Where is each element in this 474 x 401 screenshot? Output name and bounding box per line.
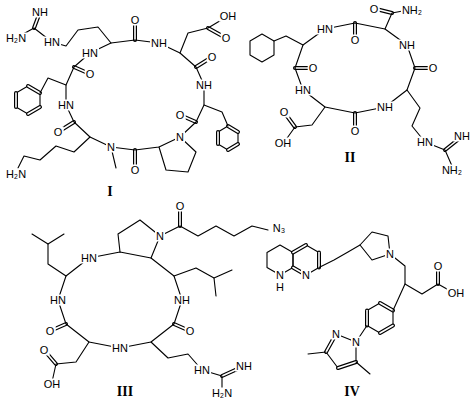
atom-label: O xyxy=(130,165,141,176)
atom-label: NH xyxy=(150,38,168,49)
bond-line xyxy=(285,107,325,141)
compound-number: IV xyxy=(342,385,362,399)
atom-label: HN xyxy=(193,365,211,376)
bond-line xyxy=(390,254,454,294)
atom-label: NH xyxy=(195,80,213,91)
bond-line xyxy=(32,234,66,276)
atom-label: O xyxy=(350,126,361,137)
atom-label: H₂N xyxy=(5,33,27,44)
bond-line xyxy=(160,226,268,236)
bond-line xyxy=(174,268,232,278)
bond-line xyxy=(16,27,111,46)
bond-line xyxy=(58,252,182,348)
bond-line xyxy=(118,220,160,258)
bond-line xyxy=(52,342,89,382)
atom-label: N xyxy=(106,142,116,153)
bond-line xyxy=(295,23,415,113)
atom-label: O xyxy=(308,63,319,74)
atom-label: O xyxy=(175,110,186,121)
atom-label: OH xyxy=(447,288,466,299)
bond-line xyxy=(356,362,370,374)
atom-label: O xyxy=(428,63,439,74)
atom-label: O xyxy=(207,52,218,63)
bond-line xyxy=(319,245,360,268)
atom-label: NH xyxy=(376,102,394,113)
compound-number: III xyxy=(115,385,135,399)
atom-label: H₂N xyxy=(5,169,27,180)
atom-label: O xyxy=(369,4,380,15)
single-bonds xyxy=(16,10,454,390)
atom-label: HN xyxy=(316,24,334,35)
atom-label: N xyxy=(351,337,361,348)
bond-line xyxy=(250,34,274,62)
bond-line xyxy=(407,90,452,166)
atom-label: NH xyxy=(31,7,49,18)
atom-label: O xyxy=(350,35,361,46)
atom-label: O xyxy=(279,107,290,118)
atom-label: O xyxy=(433,261,444,272)
bond-line xyxy=(66,40,204,150)
compound-number: I xyxy=(105,185,114,199)
atom-label: NH xyxy=(398,40,416,51)
atom-label: O xyxy=(221,33,232,44)
atom-label: OH xyxy=(219,11,238,22)
atom-label: N xyxy=(331,329,341,340)
atom-label: HN xyxy=(49,295,67,306)
atom-label: HN xyxy=(43,37,61,48)
atom-label: H₂N xyxy=(211,388,233,399)
atom-label: O xyxy=(45,326,56,337)
atom-label: N₃ xyxy=(272,223,286,234)
atom-label: O xyxy=(85,69,96,80)
bond-line xyxy=(214,278,216,296)
atom-label: HN xyxy=(57,100,75,111)
atom-label: N xyxy=(301,270,311,281)
atom-label: NH xyxy=(173,295,191,306)
double-bonds xyxy=(16,9,460,376)
atom-label: O xyxy=(185,326,196,337)
atom-label: O xyxy=(53,127,64,138)
atom-label: NH xyxy=(235,361,253,372)
atom-label: HN xyxy=(81,48,99,59)
atom-label: N xyxy=(385,249,395,260)
bond-line xyxy=(393,284,405,311)
atom-label: O xyxy=(130,15,141,26)
bond-line xyxy=(151,342,222,390)
bond-line xyxy=(18,137,90,168)
atom-label: N xyxy=(175,132,185,143)
bond-line xyxy=(16,9,460,376)
double-bond-gap xyxy=(16,9,460,376)
atom-label: O xyxy=(39,345,50,356)
atom-label: NH₂ xyxy=(441,165,463,176)
compound-number: II xyxy=(343,151,358,165)
aromatic-rings xyxy=(16,34,393,368)
atom-label: HN xyxy=(111,343,129,354)
bond-line xyxy=(40,78,66,93)
bond-line xyxy=(308,352,326,354)
atom-label: O xyxy=(175,201,186,212)
atom-label: OH xyxy=(274,138,293,149)
bond-line xyxy=(48,234,64,244)
atom-label: NH₂ xyxy=(401,5,423,16)
atom-label: OH xyxy=(43,379,62,390)
bond-line xyxy=(274,36,303,45)
atom-label: NH xyxy=(453,131,471,142)
atom-label: H xyxy=(275,282,285,293)
bond-line xyxy=(204,105,228,126)
atom-label: HN xyxy=(416,137,434,148)
atom-label: N xyxy=(275,270,285,281)
atom-label: N xyxy=(155,231,165,242)
atom-label: HN xyxy=(294,85,312,96)
atom-label: HN xyxy=(80,253,98,264)
